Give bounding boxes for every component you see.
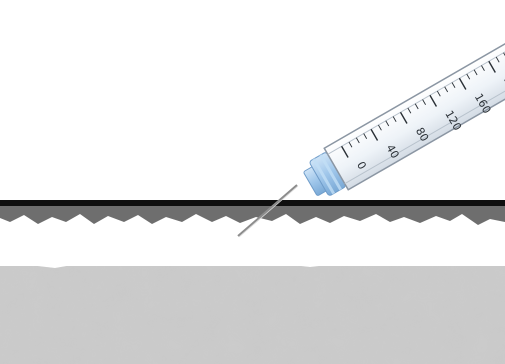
skin-surface-line [0, 200, 505, 206]
subcutaneous-tissue [0, 261, 505, 364]
dermis-layer [0, 224, 505, 266]
